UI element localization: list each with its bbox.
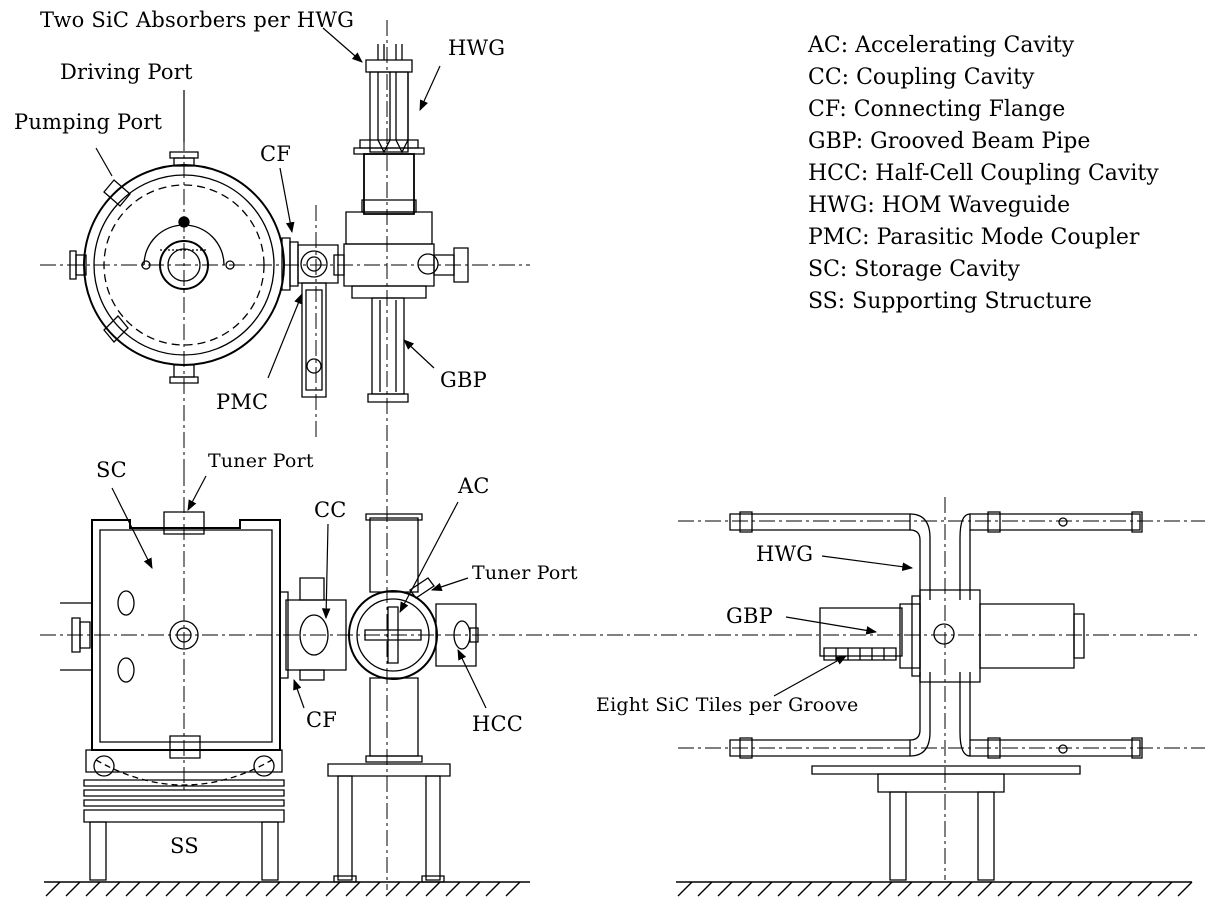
legend: AC: Accelerating Cavity CC: Coupling Cav… [808, 30, 1159, 318]
legend-item-hcc: HCC: Half-Cell Coupling Cavity [808, 161, 1159, 186]
label-tuner-port-left: Tuner Port [208, 450, 314, 472]
label-sc: SC [96, 458, 127, 482]
supporting-structure [84, 750, 284, 880]
legend-item-pmc: PMC: Parasitic Mode Coupler [808, 225, 1140, 250]
side-stand [812, 766, 1080, 880]
legend-item-cf: CF: Connecting Flange [808, 97, 1066, 122]
label-ss: SS [170, 834, 199, 858]
storage-cavity-body [60, 512, 280, 758]
legend-item-hwg: HWG: HOM Waveguide [808, 193, 1071, 218]
gbp-top-view [368, 298, 408, 402]
label-eight-sic-tiles: Eight SiC Tiles per Groove [596, 694, 859, 716]
label-tuner-port-right: Tuner Port [472, 562, 578, 584]
leader-lines [96, 28, 914, 708]
ac-stand [328, 764, 450, 882]
gbp-side-view [820, 608, 902, 660]
top-view [40, 20, 530, 890]
left-port-flange [70, 251, 86, 279]
hwg-tower [334, 44, 468, 298]
label-two-sic-absorbers: Two SiC Absorbers per HWG [40, 8, 355, 32]
label-cc: CC [314, 498, 347, 522]
hwg-arms [730, 512, 1142, 758]
side-view [678, 497, 1205, 880]
legend-item-gbp: GBP: Grooved Beam Pipe [808, 129, 1091, 154]
label-hwg-right: HWG [756, 542, 814, 566]
label-gbp-top: GBP [440, 368, 487, 392]
driving-port-flange [170, 152, 198, 166]
bottom-port-flange [170, 365, 198, 383]
legend-item-ss: SS: Supporting Structure [808, 289, 1092, 314]
label-driving-port: Driving Port [60, 60, 193, 84]
ground-lines [44, 882, 1192, 896]
accelerating-cavity [349, 514, 437, 762]
pmc-assembly [298, 245, 338, 397]
pumping-port-flange [104, 180, 130, 342]
label-pumping-port: Pumping Port [14, 110, 163, 134]
label-gbp-right: GBP [726, 604, 773, 628]
label-cf-bottom: CF [306, 708, 338, 732]
hcc [436, 604, 478, 666]
front-view [40, 470, 1200, 882]
label-pmc: PMC [216, 390, 269, 414]
legend-item-ac: AC: Accelerating Cavity [808, 33, 1075, 58]
label-hwg-top: HWG [448, 36, 506, 60]
label-hcc: HCC [472, 712, 524, 736]
coupling-cavity [280, 578, 346, 680]
legend-item-sc: SC: Storage Cavity [808, 257, 1020, 282]
label-ac: AC [458, 474, 490, 498]
legend-item-cc: CC: Coupling Cavity [808, 65, 1035, 90]
label-cf-top: CF [260, 142, 292, 166]
side-central-body [900, 590, 1084, 682]
